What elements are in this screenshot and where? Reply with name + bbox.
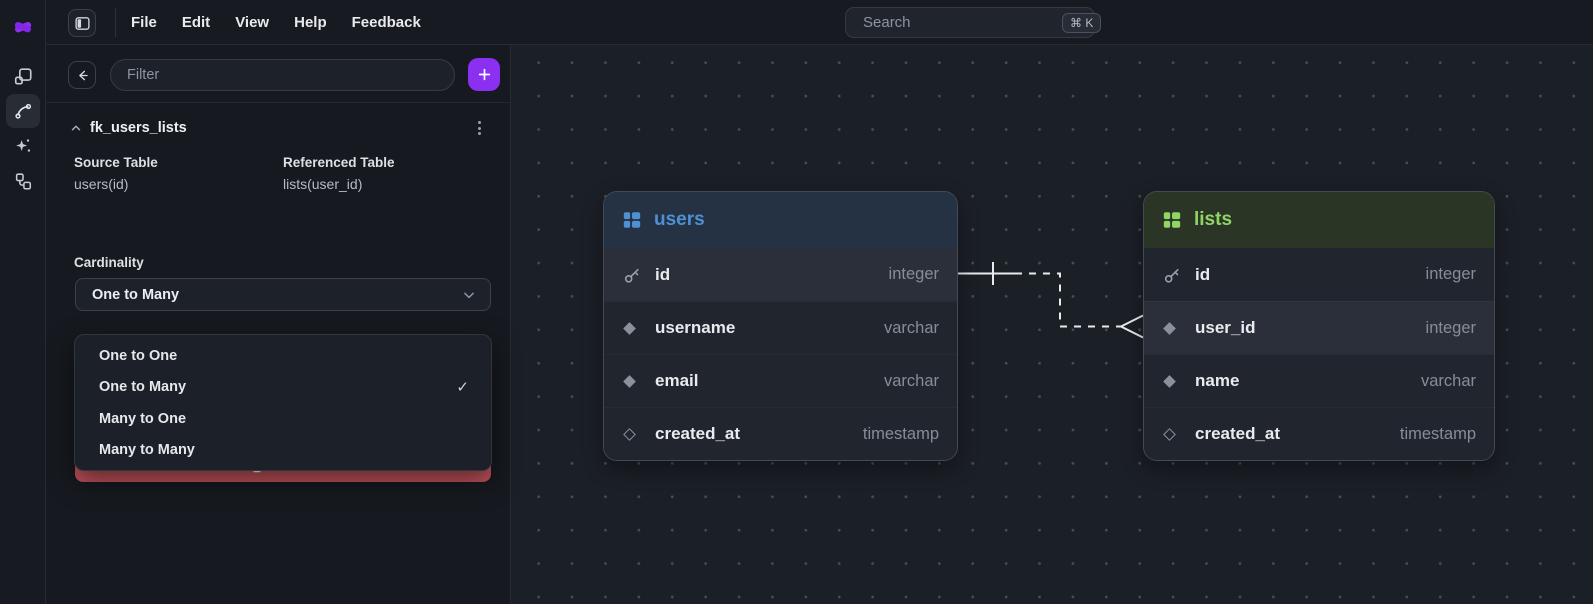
field-row-users-username[interactable]: username varchar bbox=[604, 301, 957, 354]
schema-nodes-icon bbox=[15, 173, 32, 190]
field-name: created_at bbox=[655, 424, 741, 443]
sparkles-icon bbox=[16, 139, 31, 152]
add-relationship-button[interactable] bbox=[468, 58, 500, 91]
field-type: varchar bbox=[883, 318, 939, 337]
search-input[interactable] bbox=[863, 14, 1062, 31]
field-type: varchar bbox=[883, 371, 939, 390]
field-type: integer bbox=[1425, 265, 1476, 283]
field-name: id bbox=[655, 264, 671, 284]
check-icon: ✓ bbox=[456, 379, 469, 397]
cardinality-value: One to Many bbox=[92, 286, 180, 303]
field-row-lists-name[interactable]: name varchar bbox=[1144, 354, 1494, 407]
field-row-users-created-at[interactable]: created_at timestamp bbox=[604, 407, 957, 460]
sidebar-toggle-button[interactable] bbox=[68, 9, 96, 37]
menu-view[interactable]: View bbox=[235, 14, 270, 31]
table-users-header[interactable]: users bbox=[604, 192, 957, 248]
table-users[interactable]: users id integer username varchar email … bbox=[603, 191, 958, 461]
not-null-field-icon bbox=[622, 321, 646, 335]
chevron-down-icon bbox=[464, 292, 474, 298]
panel-header bbox=[46, 45, 510, 103]
sidebar-item-tables[interactable] bbox=[6, 59, 40, 93]
table-icon bbox=[623, 212, 641, 228]
cardinality-select[interactable]: One to Many bbox=[75, 278, 491, 311]
menu-help[interactable]: Help bbox=[294, 14, 327, 31]
field-name: id bbox=[1195, 264, 1211, 284]
primary-key-icon bbox=[1162, 265, 1186, 285]
topbar: File Edit View Help Feedback ⌘ K bbox=[46, 0, 1593, 45]
tables-icon bbox=[14, 68, 32, 85]
relationship-name: fk_users_lists bbox=[90, 120, 187, 136]
cardinality-label: Cardinality bbox=[74, 255, 144, 270]
not-null-field-icon bbox=[1162, 374, 1186, 388]
back-button[interactable] bbox=[68, 61, 96, 89]
table-icon bbox=[1163, 212, 1181, 228]
sidebar-item-relationships[interactable] bbox=[6, 94, 40, 128]
icon-rail bbox=[0, 0, 46, 604]
nullable-field-icon bbox=[1162, 427, 1186, 441]
kebab-menu-icon[interactable] bbox=[470, 118, 488, 138]
diagram-canvas[interactable]: users id integer username varchar email … bbox=[511, 45, 1593, 604]
search-shortcut-badge: ⌘ K bbox=[1062, 12, 1102, 33]
option-label: Many to One bbox=[99, 410, 187, 427]
plus-icon bbox=[478, 68, 490, 81]
primary-key-icon bbox=[622, 265, 646, 285]
relationship-panel: fk_users_lists Source Table users(id) Re… bbox=[46, 45, 511, 604]
option-label: One to One bbox=[99, 347, 178, 364]
field-name: user_id bbox=[1195, 318, 1256, 337]
source-table-value: users(id) bbox=[74, 176, 129, 192]
field-row-lists-created-at[interactable]: created_at timestamp bbox=[1144, 407, 1494, 460]
field-type: timestamp bbox=[1399, 424, 1476, 443]
option-one-to-one[interactable]: One to One bbox=[75, 340, 491, 372]
relationship-icon bbox=[15, 103, 32, 119]
field-name: email bbox=[655, 371, 699, 390]
table-lists-header[interactable]: lists bbox=[1144, 192, 1494, 248]
field-row-users-email[interactable]: email varchar bbox=[604, 354, 957, 407]
collapse-chevron-icon[interactable] bbox=[69, 121, 83, 135]
option-label: One to Many bbox=[99, 379, 187, 396]
not-null-field-icon bbox=[622, 374, 646, 388]
option-many-to-many[interactable]: Many to Many bbox=[75, 435, 491, 467]
option-one-to-many[interactable]: One to Many ✓ bbox=[75, 372, 491, 404]
arrow-left-icon bbox=[78, 70, 88, 80]
field-name: created_at bbox=[1195, 424, 1281, 443]
source-table-label: Source Table bbox=[74, 155, 158, 170]
menubar: File Edit View Help Feedback bbox=[131, 0, 421, 45]
table-name: users bbox=[654, 209, 705, 230]
field-name: name bbox=[1195, 371, 1240, 390]
cardinality-dropdown: One to One One to Many ✓ Many to One Man… bbox=[74, 334, 492, 471]
sidebar-item-ai[interactable] bbox=[6, 129, 40, 163]
menu-feedback[interactable]: Feedback bbox=[351, 14, 421, 31]
table-lists[interactable]: lists id integer user_id integer name va… bbox=[1143, 191, 1495, 461]
menu-file[interactable]: File bbox=[131, 14, 157, 31]
menu-edit[interactable]: Edit bbox=[181, 14, 211, 31]
field-type: integer bbox=[888, 265, 939, 283]
nullable-field-icon bbox=[622, 427, 646, 441]
field-row-lists-user-id[interactable]: user_id integer bbox=[1144, 301, 1494, 354]
option-many-to-one[interactable]: Many to One bbox=[75, 403, 491, 435]
field-name: username bbox=[655, 318, 736, 337]
topbar-divider bbox=[115, 8, 116, 37]
filter-input[interactable] bbox=[110, 59, 455, 91]
option-label: Many to Many bbox=[99, 442, 195, 459]
not-null-field-icon bbox=[1162, 321, 1186, 335]
table-name: lists bbox=[1194, 209, 1233, 230]
app-logo-icon bbox=[14, 22, 32, 33]
referenced-table-value: lists(user_id) bbox=[283, 176, 363, 192]
search-bar[interactable]: ⌘ K bbox=[845, 7, 1102, 38]
field-type: timestamp bbox=[862, 424, 939, 443]
panel-left-icon bbox=[74, 16, 90, 30]
field-type: integer bbox=[1425, 318, 1476, 337]
field-row-lists-id[interactable]: id integer bbox=[1144, 248, 1494, 301]
field-row-users-id[interactable]: id integer bbox=[604, 248, 957, 301]
referenced-table-label: Referenced Table bbox=[283, 155, 395, 170]
many-crowfoot-marker bbox=[1118, 314, 1144, 339]
sidebar-item-schema[interactable] bbox=[6, 164, 40, 198]
field-type: varchar bbox=[1420, 371, 1476, 390]
